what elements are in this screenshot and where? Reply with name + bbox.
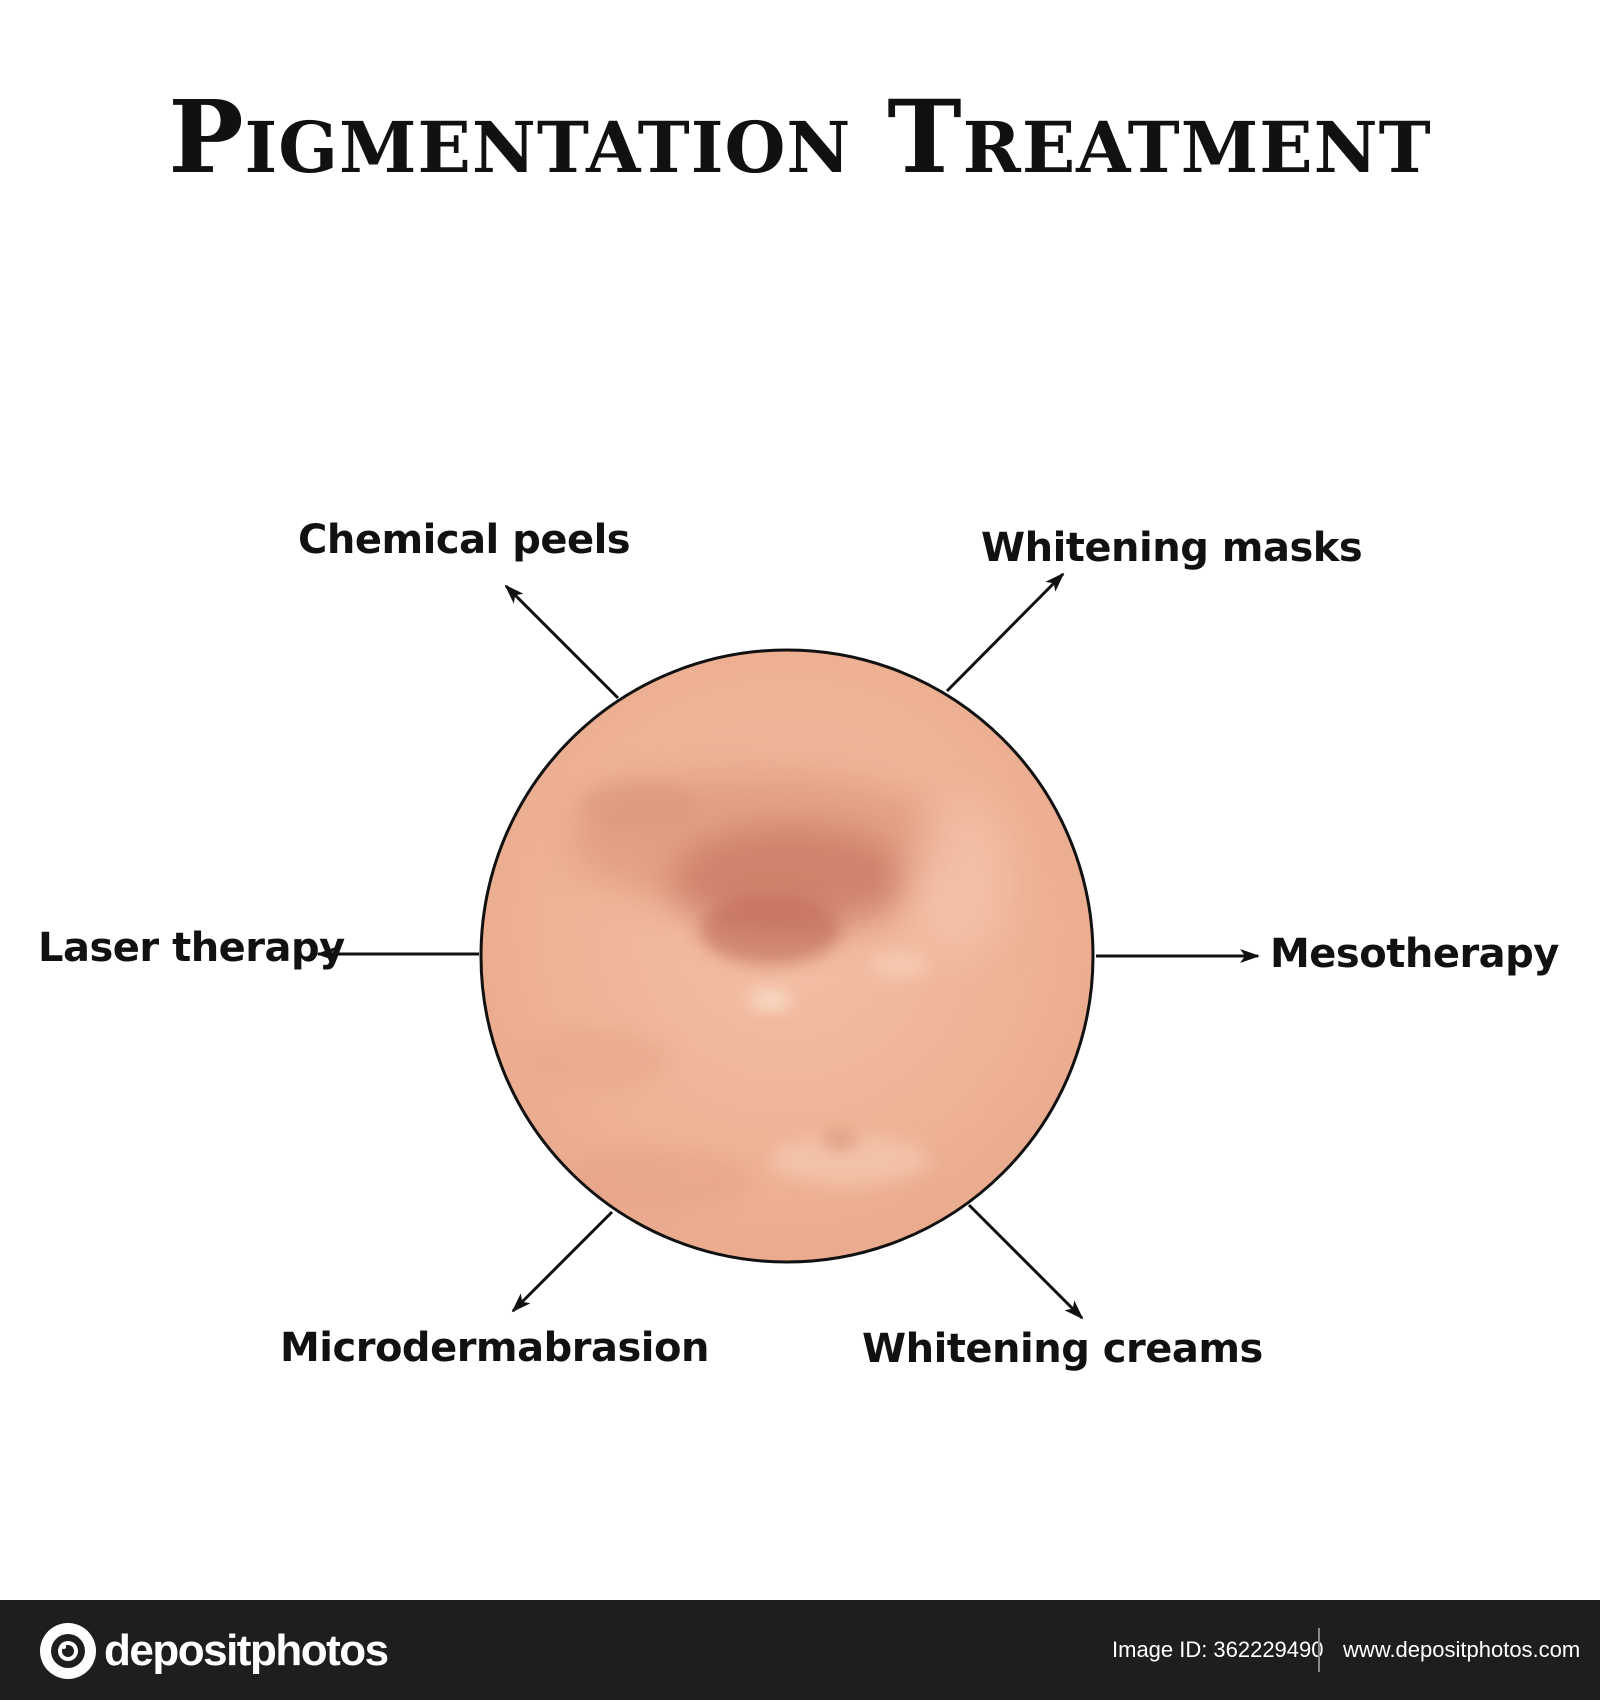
label-laser-therapy: Laser therapy xyxy=(38,925,345,971)
image-id-value: 362229490 xyxy=(1213,1637,1324,1662)
camera-lens-icon xyxy=(40,1623,96,1679)
label-mesotherapy: Mesotherapy xyxy=(1270,931,1559,977)
arrow-microdermabrasion xyxy=(511,1210,614,1313)
footer-divider xyxy=(1318,1628,1320,1672)
arrow-whitening-masks xyxy=(945,572,1065,693)
treatment-diagram xyxy=(316,572,1260,1320)
footer-bar: depositphotos Image ID:362229490 www.dep… xyxy=(0,1600,1600,1700)
brand-logo[interactable]: depositphotos xyxy=(40,1623,389,1679)
brand-name: depositphotos xyxy=(104,1626,389,1675)
skin-closeup-image xyxy=(479,648,1095,1264)
label-whitening-masks: Whitening masks xyxy=(981,525,1363,571)
image-id-label: Image ID: xyxy=(1112,1637,1208,1662)
label-microdermabrasion: Microdermabrasion xyxy=(280,1325,709,1371)
page-title: Pigmentation Treatment xyxy=(168,78,1432,196)
label-whitening-creams: Whitening creams xyxy=(862,1326,1263,1372)
site-link[interactable]: www.depositphotos.com xyxy=(1343,1637,1581,1662)
arrow-whitening-creams xyxy=(967,1203,1084,1320)
image-id: Image ID:362229490 xyxy=(1112,1637,1324,1663)
label-chemical-peels: Chemical peels xyxy=(298,517,631,563)
arrow-chemical-peels xyxy=(504,584,620,700)
